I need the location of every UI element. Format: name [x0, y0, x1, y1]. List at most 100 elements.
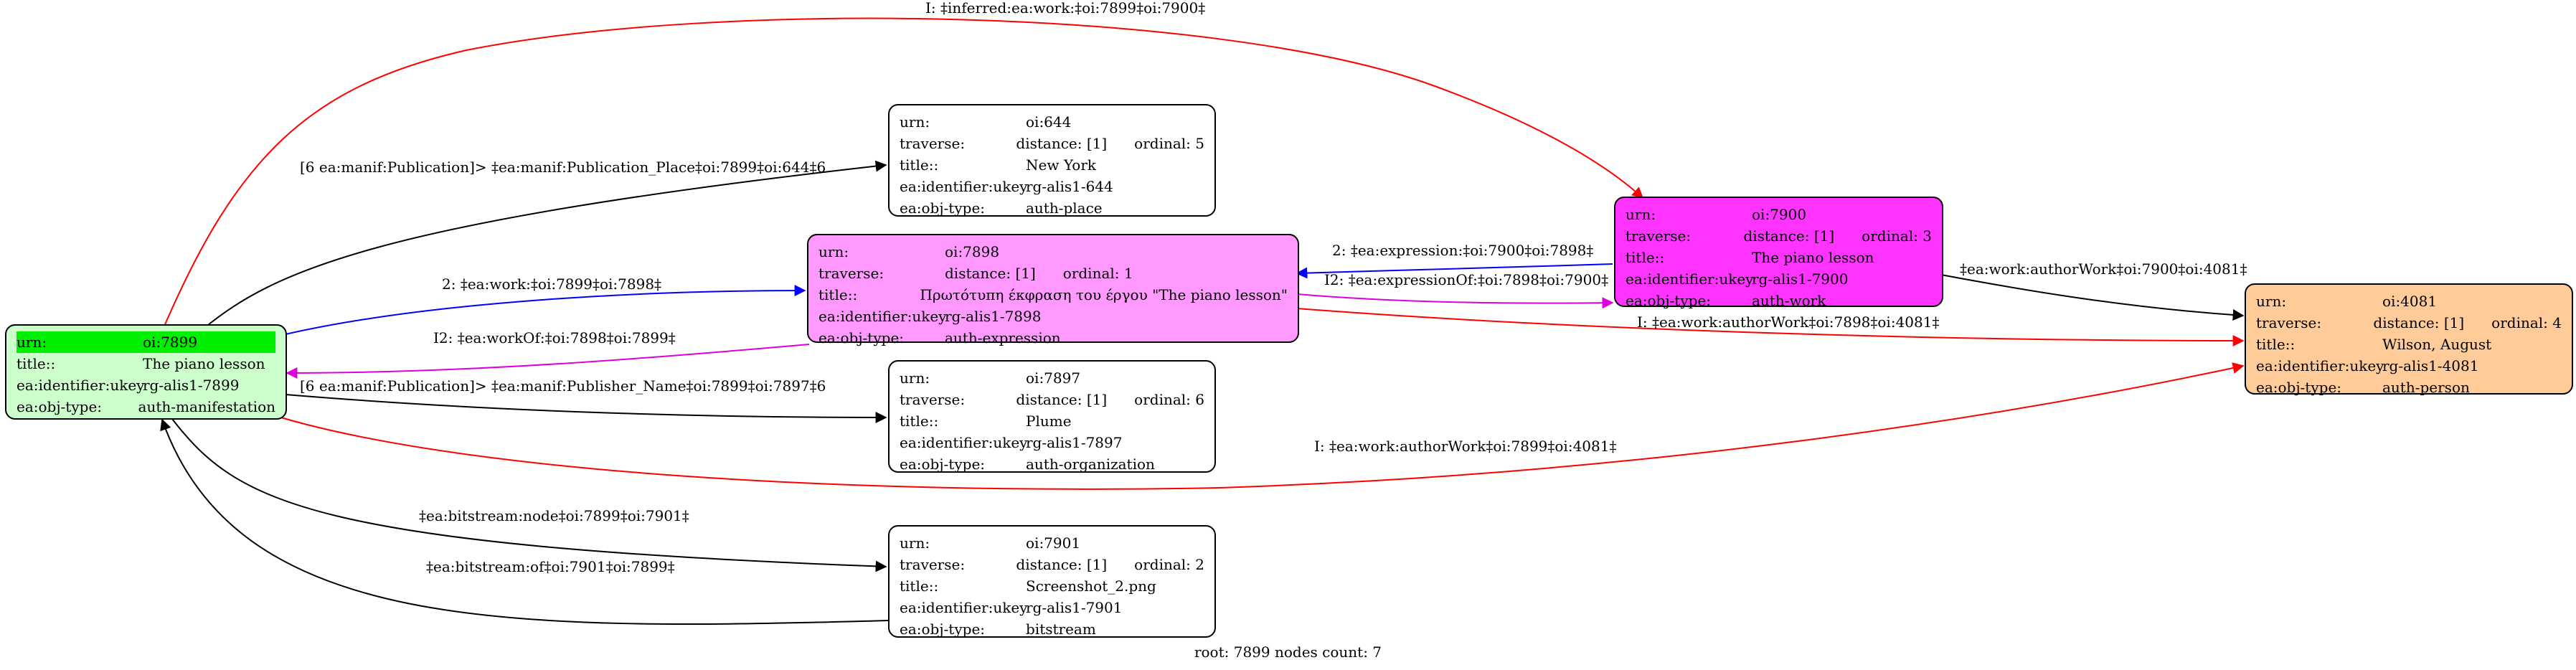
node-row: ea:obj-type:bitstream [900, 618, 1204, 640]
node-row: traverse:distance: [1]ordinal: 2 [900, 554, 1204, 575]
row-key: title:: [2256, 336, 2296, 353]
row-key: title:: [900, 577, 939, 595]
node-row: ea:obj-type:auth-work [1626, 290, 1932, 311]
edge-author-7899 [275, 362, 2245, 490]
row-value: oi:7901 [1026, 534, 1081, 552]
row-value: auth-expression [945, 329, 1061, 346]
row-value: rg-alis1-7900 [1752, 270, 1849, 288]
row-value: Πρωτότυπη έκφραση του έργου "The piano l… [920, 286, 1288, 303]
row-value: rg-alis1-7901 [1026, 599, 1123, 616]
node-row: ea:obj-type: auth-person [2256, 377, 2562, 398]
edge-label-author-7898: I: ‡ea:work:authorWork‡oi:7898‡oi:4081‡ [1637, 313, 1939, 331]
node-7897[interactable]: urn:oi:7897 traverse: distance: [1]ordina… [888, 360, 1216, 473]
edge-publisher [285, 394, 887, 423]
node-row: title::Πρωτότυπη έκφραση του έργου "The … [818, 284, 1288, 306]
edge-label-expression-of: I2: ‡ea:expressionOf:‡oi:7898‡oi:7900‡ [1324, 271, 1608, 288]
node-row: traverse:distance: [1]ordinal: 5 [900, 133, 1204, 154]
edge-label-author-7899: I: ‡ea:work:authorWork‡oi:7899‡oi:4081‡ [1314, 438, 1616, 455]
node-row: urn: oi:644 [900, 111, 1204, 133]
edge-label-bitstream-node: ‡ea:bitstream:node‡oi:7899‡oi:7901‡ [419, 507, 689, 524]
row-value: auth-place [1026, 199, 1103, 217]
row-value: distance: [1]ordinal: 5 [1016, 135, 1204, 152]
node-row: urn:oi:7900 [1626, 204, 1932, 225]
node-row: ea:obj-type: auth-expression [818, 327, 1288, 349]
row-key: ea:identifier:ukey [900, 434, 1028, 451]
node-row: urn:oi:7899 [16, 331, 275, 353]
row-value: rg-alis1-7898 [945, 308, 1042, 325]
node-7901[interactable]: urn: oi:7901 traverse:distance: [1]ordina… [888, 525, 1216, 638]
edge-work-7898 [285, 285, 806, 335]
row-value: Wilson, August [2382, 336, 2492, 353]
node-row: ea:obj-type: auth-place [900, 197, 1204, 219]
row-key: urn: [2256, 293, 2287, 310]
row-key: ea:obj-type: [900, 456, 986, 473]
row-key: urn: [900, 534, 930, 552]
row-key: title:: [900, 156, 939, 174]
edge-label-work-7898: 2: ‡ea:work:‡oi:7899‡oi:7898‡ [442, 275, 661, 293]
row-key: traverse: [2256, 314, 2322, 331]
node-row: urn:oi:7898 [818, 241, 1288, 263]
node-7899[interactable]: urn:oi:7899 title::The piano lesson ea:i… [5, 324, 287, 420]
edge-author-work [1940, 274, 2245, 321]
row-key: ea:obj-type: [900, 199, 986, 217]
row-key: ea:obj-type: [16, 398, 103, 415]
node-644[interactable]: urn: oi:644 traverse:distance: [1]ordinal… [888, 104, 1216, 217]
row-key: urn: [16, 334, 47, 351]
row-key: traverse: [900, 391, 966, 408]
edge-label-publisher: [6 ea:manif:Publication]> ‡ea:manif:Publ… [300, 377, 826, 395]
edge-inferred-work [163, 17, 1644, 329]
node-4081[interactable]: urn:oi:4081 traverse:distance: [1]ordina… [2245, 283, 2573, 398]
row-value: distance: [1]ordinal: 3 [1743, 227, 1932, 245]
row-key: ea:identifier:ukey [900, 178, 1028, 195]
row-value: bitstream [1026, 621, 1096, 638]
edge-label-inferred-work: I: ‡inferred:ea:work:‡oi:7899‡oi:7900‡ [925, 0, 1205, 16]
row-key: title:: [1626, 249, 1665, 266]
row-key: ea:identifier:ukey [818, 308, 947, 325]
edge-workof [286, 344, 810, 379]
edge-label-expression: 2: ‡ea:expression:‡oi:7900‡oi:7898‡ [1332, 242, 1593, 259]
node-7898[interactable]: urn:oi:7898 traverse:distance: [1]ordina… [807, 234, 1299, 346]
edge-bitstream-of [160, 418, 889, 625]
row-key: urn: [900, 113, 930, 131]
row-value: distance: [1]ordinal: 2 [1016, 556, 1204, 573]
row-value: rg-alis1-7899 [143, 377, 240, 394]
node-row: traverse: distance: [1]ordinal: 3 [1626, 225, 1932, 247]
row-value: rg-alis1-7897 [1026, 434, 1123, 451]
node-row: title::The piano lesson [1626, 247, 1932, 268]
row-value: The piano lesson [143, 355, 265, 372]
row-key: ea:obj-type: [2256, 379, 2342, 396]
row-value: distance: [1]ordinal: 1 [945, 265, 1133, 282]
row-value: auth-person [2382, 379, 2470, 396]
row-key: urn: [818, 243, 849, 260]
edge-label-workof: I2: ‡ea:workOf:‡oi:7898‡oi:7899‡ [433, 329, 676, 346]
node-7900[interactable]: urn:oi:7900 traverse: distance: [1]ordina… [1614, 197, 1943, 309]
edge-bitstream-node [171, 418, 887, 572]
edge-publication-place [204, 160, 887, 329]
row-value: oi:7900 [1752, 206, 1807, 223]
row-value: New York [1026, 156, 1096, 174]
row-value: rg-alis1-4081 [2382, 357, 2479, 374]
edge-author-7898 [1296, 308, 2245, 346]
node-row: urn:oi:7897 [900, 367, 1204, 389]
row-value: distance: [1]ordinal: 6 [1016, 391, 1204, 408]
row-value: oi:644 [1026, 113, 1072, 131]
node-row: title::Screenshot_2.png [900, 575, 1204, 597]
row-key: traverse: [1626, 227, 1692, 245]
row-key: ea:identifier:ukey [2256, 357, 2384, 374]
edge-label-author-work: ‡ea:work:authorWork‡oi:7900‡oi:4081‡ [1960, 260, 2247, 278]
node-row: traverse:distance: [1]ordinal: 4 [2256, 312, 2562, 334]
edge-label-bitstream-of: ‡ea:bitstream:of‡oi:7901‡oi:7899‡ [426, 558, 675, 575]
row-key: ea:obj-type: [818, 329, 905, 346]
row-key: urn: [900, 369, 930, 387]
row-key: title:: [900, 412, 939, 430]
node-row: ea:obj-type:auth-organization [900, 453, 1204, 475]
row-key: ea:identifier:ukey [1626, 270, 1754, 288]
row-key: ea:identifier:ukey [900, 599, 1028, 616]
